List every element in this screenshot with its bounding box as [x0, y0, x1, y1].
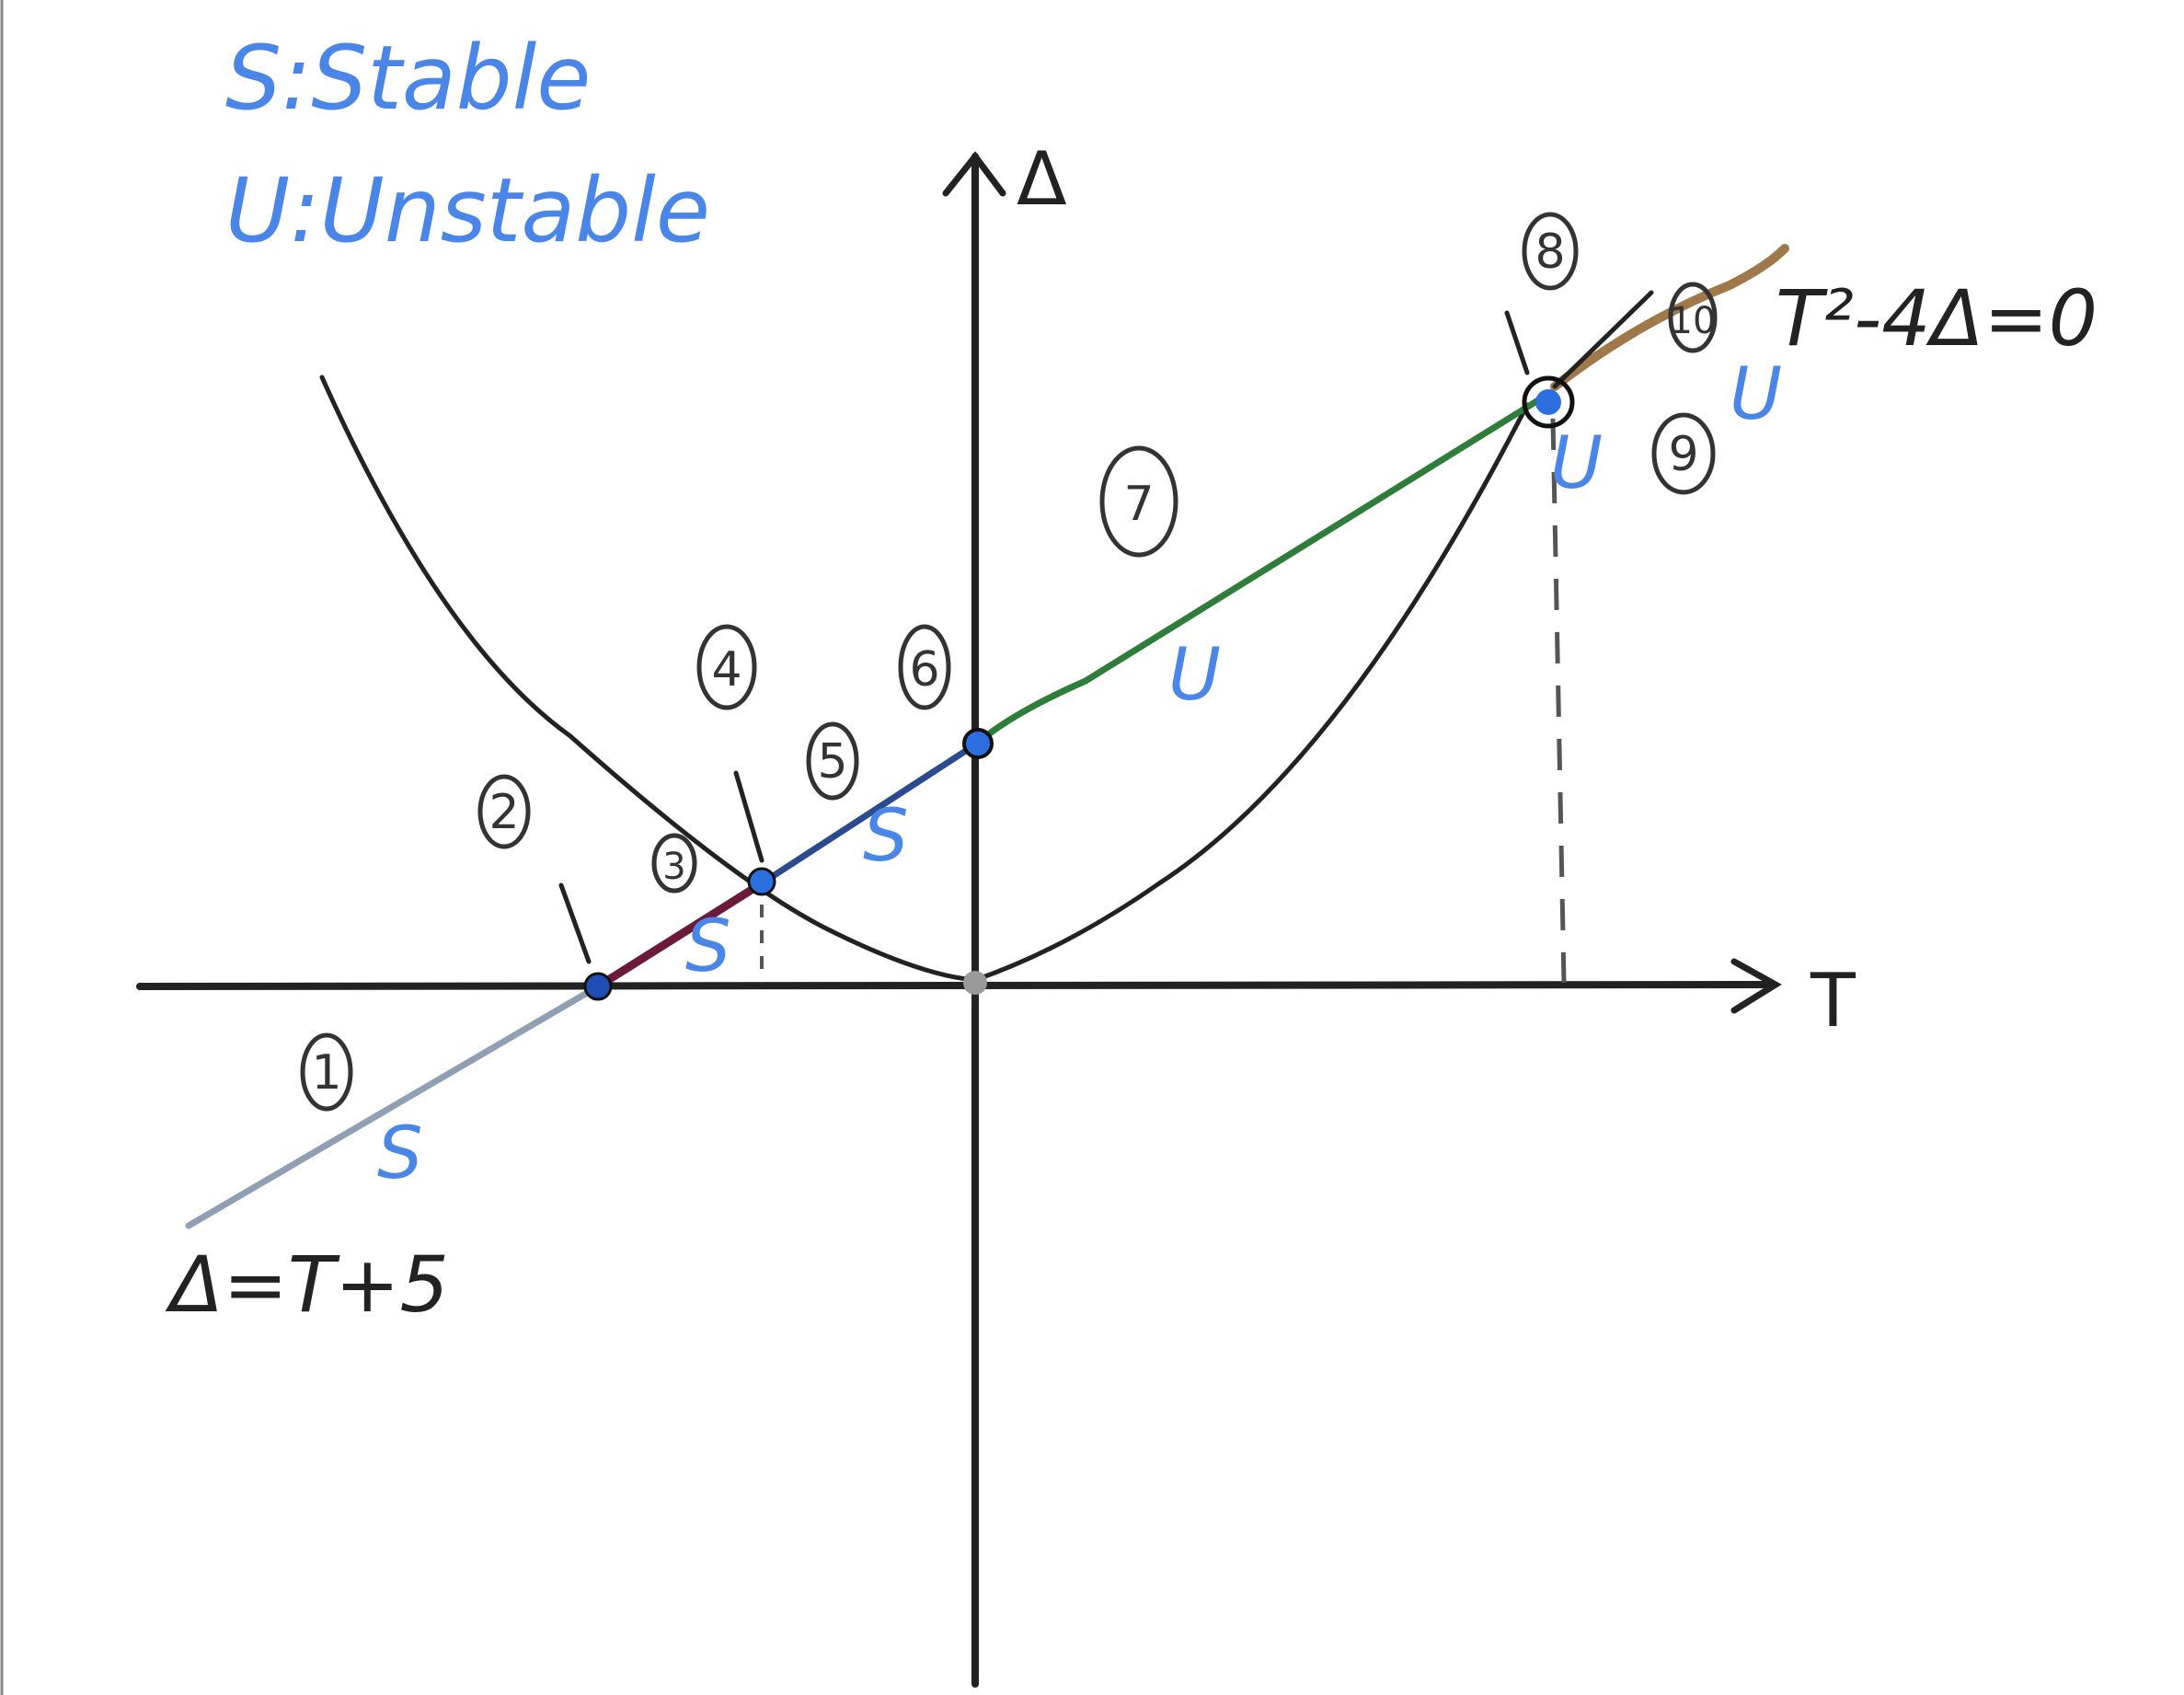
x-axis-arrow: [1730, 958, 1782, 1014]
stability-label-u3: U: [1730, 353, 1782, 436]
y-axis-arrow: [942, 151, 1006, 197]
region-number-4: 4: [711, 642, 741, 698]
region-number-6: 6: [909, 642, 939, 698]
legend-stable: S:Stable: [225, 27, 591, 130]
stability-label-s2: S: [685, 905, 731, 988]
segment-5-unstable: [1550, 244, 1789, 391]
line-equation: Δ=T+5: [165, 1240, 449, 1330]
region-8: 8: [1522, 212, 1579, 291]
region-7: 7: [1099, 445, 1178, 558]
region-number-10: 10: [1670, 300, 1717, 342]
region-number-5: 5: [817, 734, 847, 790]
dashed-guide-right: [1550, 418, 1567, 984]
stability-label-u2: U: [1550, 422, 1603, 505]
tick-mark-2: [733, 770, 764, 863]
origin-point: [963, 971, 987, 995]
x-axis-label: T: [1810, 958, 1856, 1044]
segment-3-stable: [758, 740, 981, 887]
stability-label-s3: S: [863, 795, 909, 878]
tangent-stroke: [1552, 290, 1654, 389]
axes: [136, 151, 1782, 1688]
point-ring-right: [1522, 375, 1575, 429]
y-axis-label: Δ: [1017, 136, 1067, 222]
tick-mark-3: [1504, 310, 1530, 375]
point-t-minus-5: [583, 972, 613, 1001]
segment-1-stable: [185, 983, 602, 1229]
region-10: 10: [1668, 282, 1718, 353]
x-axis: [136, 981, 1770, 990]
point-delta-5: [962, 728, 994, 759]
region-number-3: 3: [662, 846, 685, 888]
region-6: 6: [898, 624, 951, 710]
legend-unstable: U:Unstable: [225, 159, 710, 262]
stability-label-s1: S: [377, 1113, 423, 1195]
region-5: 5: [806, 721, 859, 801]
tick-mark-1: [558, 882, 592, 964]
region-9: 9: [1651, 412, 1716, 495]
segment-2-stable: [593, 879, 766, 991]
segment-4-unstable: [973, 392, 1549, 747]
stability-label-u1: U: [1168, 634, 1221, 717]
region-3: 3: [651, 833, 697, 894]
parabola-equation: T²-4Δ=0: [1776, 273, 2098, 363]
region-number-1: 1: [311, 1045, 341, 1101]
region-number-2: 2: [489, 785, 519, 840]
region-number-9: 9: [1668, 427, 1698, 482]
parabola-curve: [319, 375, 1530, 983]
point-parabola-intersect-left: [747, 867, 776, 896]
region-number-7: 7: [1123, 477, 1154, 532]
region-4: 4: [696, 624, 757, 710]
region-2: 2: [477, 774, 531, 849]
point-parabola-intersect-right: [1535, 389, 1561, 415]
region-1: 1: [300, 1032, 353, 1112]
region-number-8: 8: [1535, 225, 1565, 280]
